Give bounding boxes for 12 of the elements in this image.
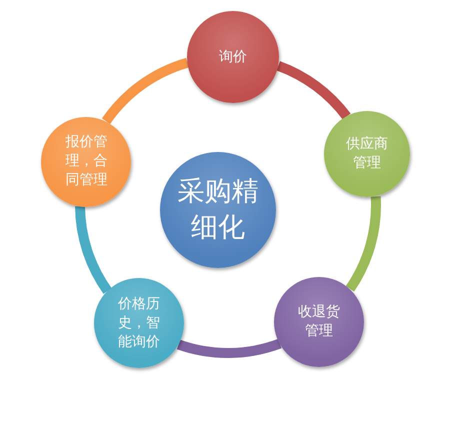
circle-node (324, 111, 410, 198)
node-label: 收退货管理 (297, 302, 342, 341)
ring-arc (75, 206, 112, 294)
ring-arc (346, 196, 381, 292)
ring-arc (102, 58, 190, 124)
node-label: 采购精细化 (176, 174, 260, 245)
ring-arc (276, 61, 350, 120)
node-label: 报价管理，合同管理 (64, 133, 108, 190)
node-label: 价格历史，智能询价 (116, 294, 161, 352)
node-label: 供应商管理 (345, 135, 390, 174)
ring-arc (177, 338, 282, 358)
node-label: 询价 (218, 48, 248, 67)
